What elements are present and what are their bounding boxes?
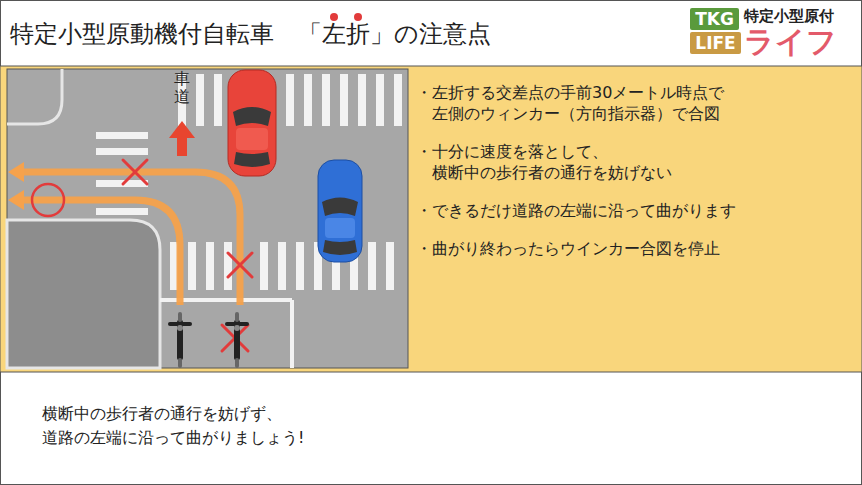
logo-name: ライフ xyxy=(744,25,837,58)
scooter xyxy=(168,312,192,368)
note-panel: ・左折する交差点の手前30メートル時点で 左側のウィンカー（方向指示器）で合図・… xyxy=(412,70,856,368)
bullet-text: ・十分に速度を落として、 横断中の歩行者の通行を妨げない xyxy=(416,141,812,183)
yellow-band xyxy=(0,66,862,372)
caption: 横断中の歩行者の通行を妨げず、 道路の左端に沿って曲がりましょう! xyxy=(42,402,372,450)
page-title: 特定小型原動機付自転車 「左折」の注意点 xyxy=(10,20,491,49)
arrow-head xyxy=(8,190,24,210)
blue-car xyxy=(318,160,362,262)
red-car xyxy=(228,70,276,176)
arrow-head xyxy=(8,162,24,182)
logo-text: LIFE xyxy=(695,35,735,52)
logo-text: TKG xyxy=(695,11,734,28)
direction-arrow xyxy=(169,121,195,156)
turn-paths xyxy=(22,172,240,305)
road-map xyxy=(7,69,408,368)
bullet-text: ・左折する交差点の手前30メートル時点で 左側のウィンカー（方向指示器）で合図 xyxy=(416,82,812,124)
scooter xyxy=(225,312,249,368)
emphasis-dot xyxy=(354,13,362,21)
logo-box: LIFE xyxy=(690,32,741,54)
logo-box: TKG xyxy=(690,8,739,30)
logo-subtitle: 特定小型原付 xyxy=(744,8,834,25)
bullet-text: ・曲がり終わったらウインカー合図を停止 xyxy=(416,238,812,259)
bullet-text: ・できるだけ道路の左端に沿って曲がります xyxy=(416,200,812,221)
emphasis-dot xyxy=(330,13,338,21)
road-label: 車道 xyxy=(174,70,190,105)
ok-circle xyxy=(32,184,64,216)
emphasis-dots xyxy=(330,13,362,21)
